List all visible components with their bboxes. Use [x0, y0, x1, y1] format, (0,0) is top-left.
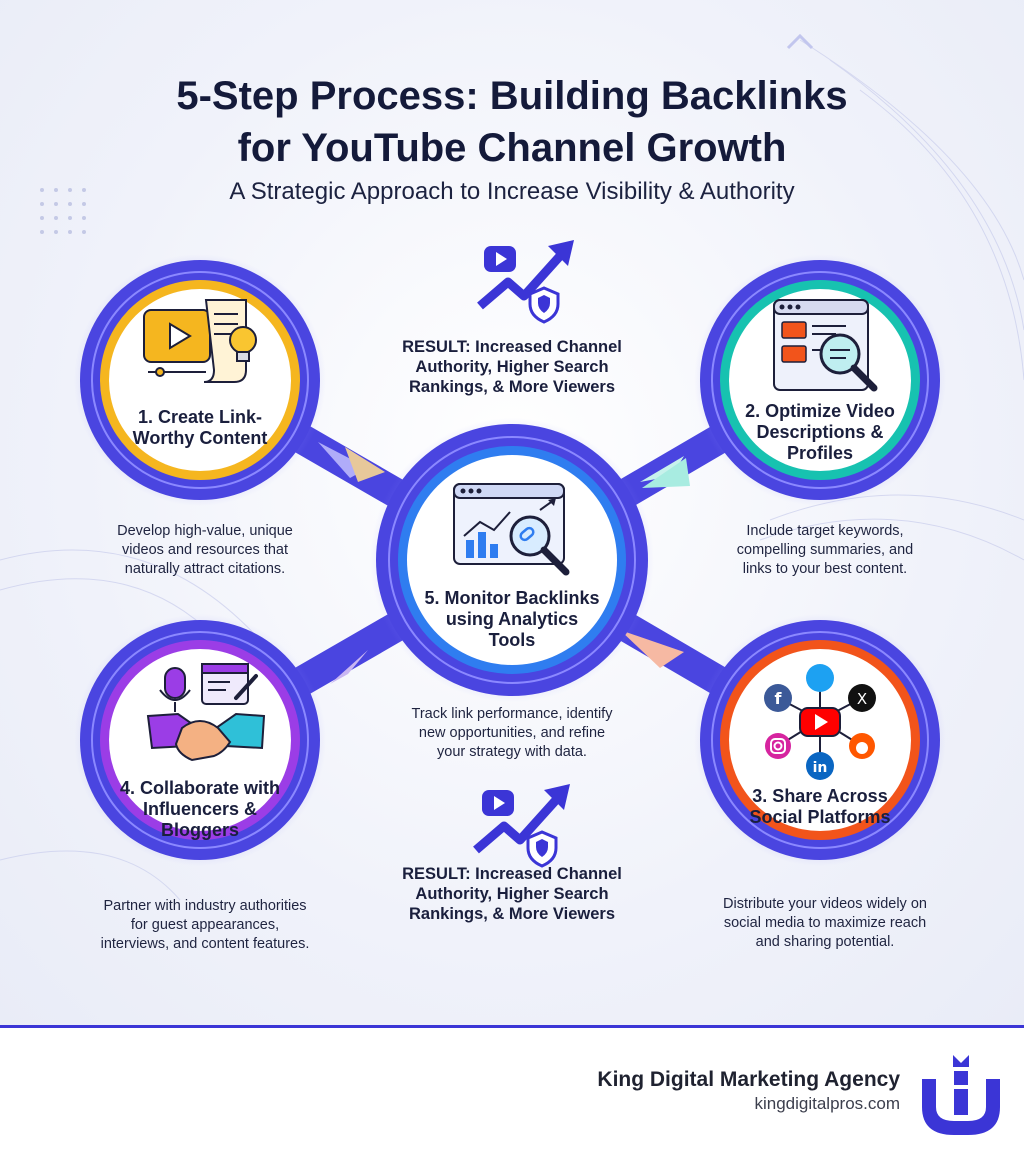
step-3-label-line: 3. Share Across [752, 786, 888, 806]
step-3-label-line: Social Platforms [749, 807, 891, 827]
browser-magnifier-icon [773, 299, 878, 392]
step-2-description-line: Include target keywords, [746, 523, 904, 539]
step-4-description: Partner with industry authorities for gu… [60, 897, 350, 954]
page-title-line-2: for YouTube Channel Growth [237, 126, 787, 170]
step-5-description-line: your strategy with data. [437, 744, 587, 760]
step-3-description: Distribute your videos widely on social … [680, 895, 970, 952]
step-4-description-line: Partner with industry authorities [103, 898, 307, 914]
svg-text:f: f [775, 689, 783, 708]
step-1-label-line: 1. Create Link- [137, 407, 263, 427]
step-1-description-line: naturally attract citations. [124, 561, 286, 577]
step-3-label: 3. Share Across Social Platforms [730, 786, 910, 828]
step-3-description-line: and sharing potential. [755, 934, 895, 950]
result-callout-bottom: RESULT: Increased Channel Authority, Hig… [372, 864, 652, 924]
step-2-label: 2. Optimize Video Descriptions & Profile… [730, 401, 910, 464]
result-line: RESULT: Increased Channel [402, 338, 622, 356]
linkedin-icon [806, 752, 834, 780]
brand-name: King Digital Marketing Agency [597, 1068, 900, 1091]
step-1-description-line: Develop high-value, unique [117, 523, 293, 539]
result-line: Authority, Higher Search [415, 358, 609, 376]
step-5-label: 5. Monitor Backlinks using Analytics Too… [412, 588, 612, 651]
brand-url-link[interactable]: kingdigitalpros.com [754, 1094, 900, 1113]
video-document-lightbulb-icon [143, 299, 257, 383]
step-4-label-line: Bloggers [160, 820, 239, 840]
step-2-description-line: compelling summaries, and [736, 542, 914, 558]
result-callout-top: RESULT: Increased Channel Authority, Hig… [372, 337, 652, 397]
step-4-label: 4. Collaborate with Influencers & Blogge… [110, 778, 290, 841]
step-2-description-line: links to your best content. [742, 561, 908, 577]
step-1-label: 1. Create Link- Worthy Content [120, 407, 280, 449]
instagram-icon [765, 733, 791, 759]
step-5-label-line: 5. Monitor Backlinks [424, 588, 600, 608]
result-line: RESULT: Increased Channel [402, 865, 622, 883]
step-3-description-line: social media to maximize reach [723, 915, 927, 931]
flow-arrows [318, 442, 690, 684]
step-1-label-line: Worthy Content [132, 428, 268, 448]
step-5-description-line: Track link performance, identify [411, 706, 613, 722]
process-diagram: f X in [0, 33, 1024, 901]
infographic-canvas: f X in [0, 0, 1024, 1025]
svg-text:X: X [857, 690, 867, 708]
result-line: Authority, Higher Search [415, 885, 609, 903]
result-line: Rankings, & More Viewers [408, 378, 616, 396]
twitter-icon [806, 664, 834, 692]
footer: King Digital Marketing Agency kingdigita… [0, 1025, 1024, 1154]
step-2-label-line: Descriptions & [756, 422, 884, 442]
step-5-label-line: Tools [488, 630, 536, 650]
step-4-description-line: for guest appearances, [130, 917, 280, 933]
step-4-label-line: Influencers & [142, 799, 258, 819]
step-5-description-line: new opportunities, and refine [418, 725, 606, 741]
node-step-1 [74, 254, 326, 506]
step-1-description: Develop high-value, unique videos and re… [70, 522, 340, 579]
step-5-description: Track link performance, identify new opp… [372, 705, 652, 762]
crown-logo-icon [922, 1055, 1000, 1135]
analytics-link-magnifier-icon [453, 483, 570, 576]
chevron-up-icon [786, 33, 814, 50]
handshake-microphone-icon [146, 663, 266, 762]
step-2-label-line: 2. Optimize Video [745, 401, 895, 421]
page-subtitle: A Strategic Approach to Increase Visibil… [229, 178, 795, 205]
growth-arrow-shield-icon [473, 784, 570, 868]
x-icon [848, 684, 876, 712]
svg-text:in: in [813, 760, 828, 776]
background-lines [0, 39, 1024, 901]
growth-arrow-shield-icon [477, 240, 574, 324]
dot-grid [40, 188, 86, 234]
page-title-line-1: 5-Step Process: Building Backlinks [176, 74, 848, 118]
step-2-label-line: Profiles [786, 443, 854, 463]
social-network-icon: f X in [764, 664, 876, 780]
result-line: Rankings, & More Viewers [408, 905, 616, 923]
step-1-description-line: videos and resources that [121, 542, 289, 558]
step-2-description: Include target keywords, compelling summ… [690, 522, 960, 579]
step-4-label-line: 4. Collaborate with [119, 778, 281, 798]
step-3-description-line: Distribute your videos widely on [723, 896, 927, 912]
step-5-label-line: using Analytics [445, 609, 579, 629]
step-4-description-line: interviews, and content features. [100, 936, 310, 952]
facebook-icon [764, 684, 792, 712]
